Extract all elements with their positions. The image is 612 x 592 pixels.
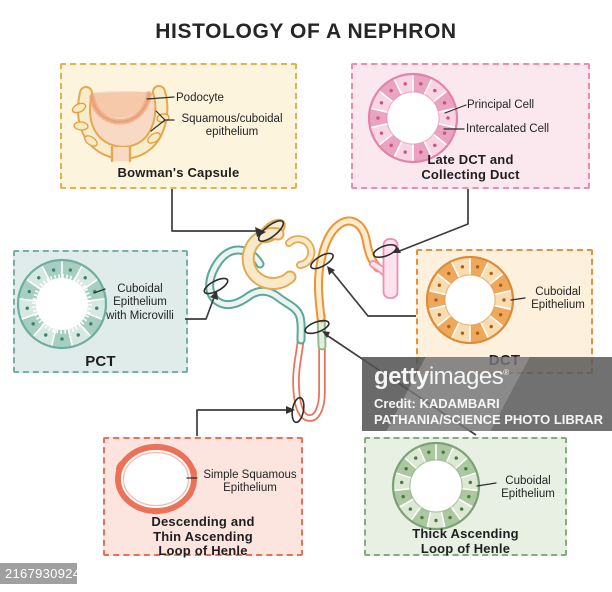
label-principal-cell: Principal Cell (467, 99, 535, 111)
caption-thick-ascending-loop: Thick Ascending Loop of Henle (412, 526, 519, 556)
label-squamous-cuboidal-epithelium: Squamous/cuboidal epithelium (181, 113, 283, 139)
label-thin-loop-epithelium: Simple Squamous Epithelium (203, 469, 297, 495)
label-pct-epithelium: Cuboidal Epithelium with Microvilli (106, 283, 174, 322)
getty-logo: gettyimages® (374, 363, 509, 390)
image-id-badge: 2167930924 (0, 563, 80, 584)
label-dct-epithelium: Cuboidal Epithelium (531, 286, 585, 312)
label-intercalated-cell: Intercalated Cell (466, 123, 550, 135)
page-title: HISTOLOGY OF A NEPHRON (155, 20, 457, 43)
caption-bowmans-capsule: Bowman's Capsule (117, 165, 240, 180)
getty-watermark: gettyimages® Credit: KADAMBARI PATHANIA/… (362, 357, 612, 431)
caption-thin-loop: Descending and Thin Ascending Loop of He… (151, 514, 255, 559)
label-thick-loop-epithelium: Cuboidal Epithelium (501, 475, 555, 501)
watermark-credit: Credit: KADAMBARI PATHANIA/SCIENCE PHOTO… (374, 396, 603, 427)
caption-pct: PCT (85, 353, 116, 370)
label-podocyte: Podocyte (176, 92, 224, 104)
caption-late-dct-collecting-duct: Late DCT and Collecting Duct (421, 152, 520, 182)
